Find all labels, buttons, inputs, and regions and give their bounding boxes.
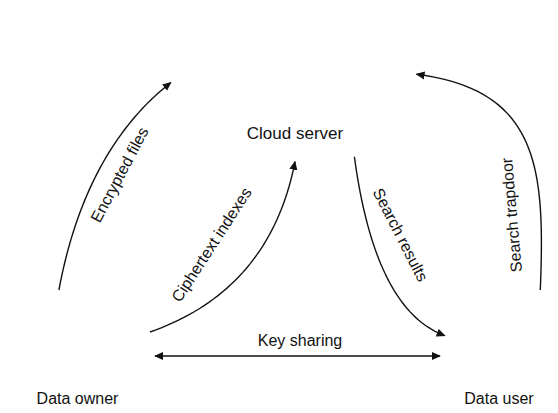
cloud-node: Cloud server — [160, 0, 430, 165]
node-label: Data owner — [37, 389, 119, 408]
user-node: Data user — [440, 290, 558, 410]
connector-arrow — [59, 83, 171, 291]
server-icon — [240, 16, 350, 112]
node-label: Data user — [464, 389, 533, 408]
connector-arrow — [354, 157, 444, 336]
edge-label: Key sharing — [256, 332, 345, 350]
connector-arrow — [417, 74, 542, 290]
node-label: Cloud server — [247, 124, 343, 143]
owner-node: Data owner — [0, 290, 155, 410]
edge-label: Search trapdoor — [498, 155, 526, 275]
connector-arrow — [155, 355, 440, 356]
edge-label: Search results — [368, 184, 432, 287]
edge-label: Ciphertext indexes — [167, 183, 256, 307]
cloud-outline — [172, 8, 424, 162]
connector-arrow — [150, 162, 295, 332]
